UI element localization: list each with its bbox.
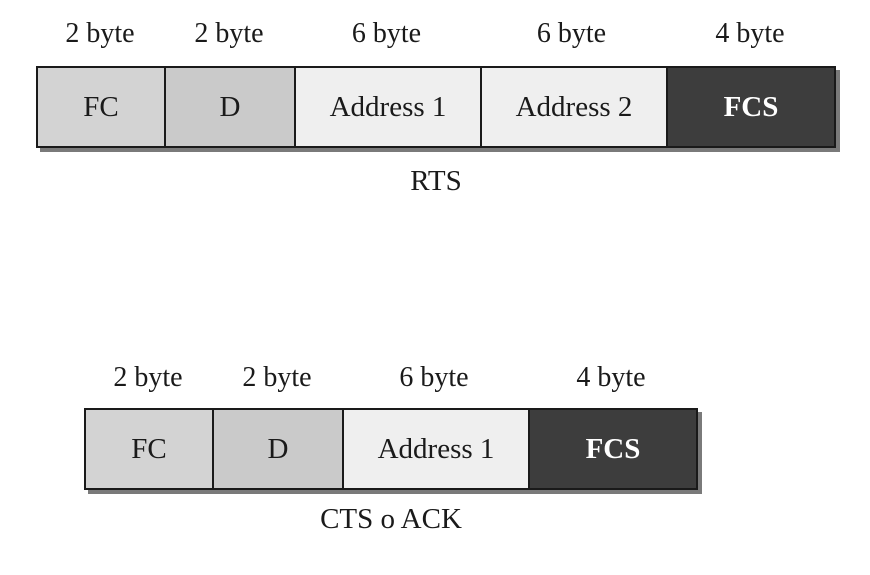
field-size-label: 4 byte [576, 362, 646, 393]
field-size-label: 6 byte [351, 18, 422, 49]
rts-caption: RTS [410, 165, 462, 197]
field-size-label: 2 byte [242, 362, 312, 393]
field-size-label: 2 byte [65, 18, 135, 49]
cts-ack-field-sizes: 2 byte 2 byte 6 byte 4 byte [84, 362, 704, 394]
address-1-field: Address 1 [296, 68, 482, 146]
fc-field: FC [38, 68, 166, 146]
field-size-label: 2 byte [113, 362, 183, 393]
cts-ack-caption: CTS o ACK [320, 503, 462, 535]
field-size-label: 6 byte [399, 362, 469, 393]
field-size-label: 4 byte [715, 18, 785, 49]
cts-ack-frame-diagram: 2 byte 2 byte 6 byte 4 byte FC D Address… [84, 360, 704, 550]
fcs-field: FCS [530, 410, 696, 488]
duration-field: D [214, 410, 344, 488]
fc-field: FC [86, 410, 214, 488]
address-2-field: Address 2 [482, 68, 668, 146]
field-size-label: 2 byte [194, 18, 264, 49]
rts-field-sizes: 2 byte 2 byte 6 byte 6 byte 4 byte [36, 18, 840, 50]
rts-frame-bar: FC D Address 1 Address 2 FCS [36, 66, 836, 148]
cts-ack-frame-bar: FC D Address 1 FCS [84, 408, 698, 490]
field-size-label: 6 byte [536, 18, 607, 49]
duration-field: D [166, 68, 296, 146]
fcs-field: FCS [668, 68, 834, 146]
rts-frame-diagram: 2 byte 2 byte 6 byte 6 byte 4 byte FC D … [36, 14, 840, 204]
address-1-field: Address 1 [344, 410, 530, 488]
